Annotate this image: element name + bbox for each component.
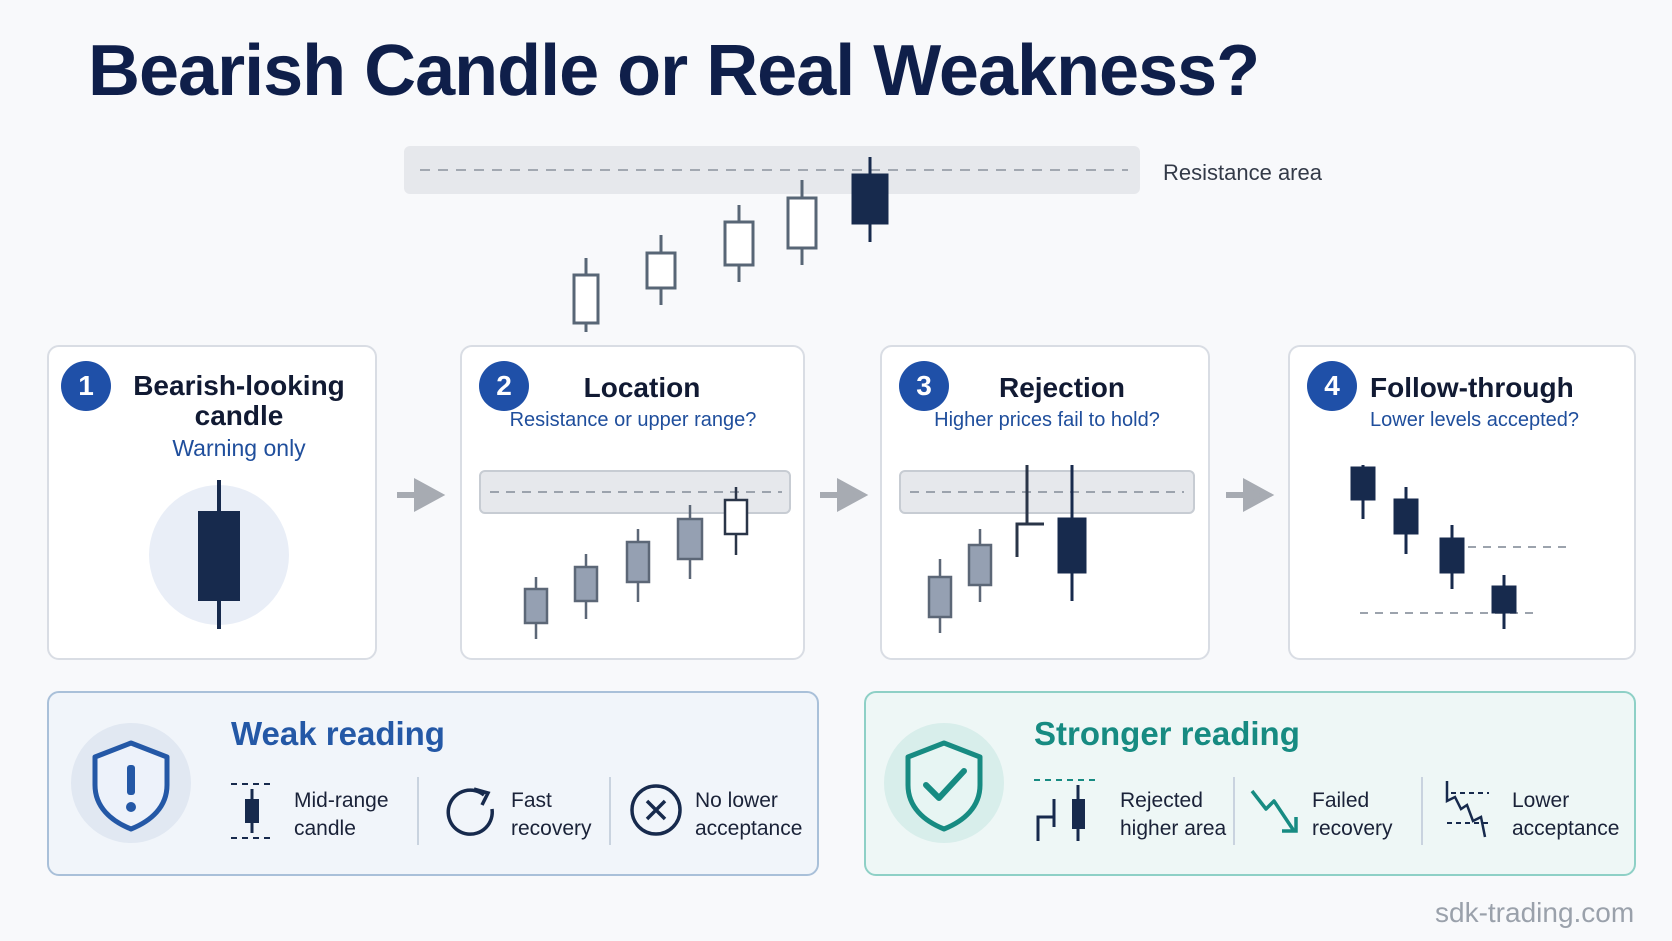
hero-bull-candle-4 [786,180,818,265]
step-3-chart [899,465,1195,633]
weak-reading-title: Weak reading [231,715,445,752]
stronger-reading-panel: Stronger reading Rejected higher area Fa… [864,691,1636,876]
step-4-candle-3 [1439,525,1465,589]
step-3-rejection-wick [1015,465,1044,557]
divider [1233,777,1235,845]
step-title-3: Rejection [998,372,1126,403]
arrow-right-icon [820,477,869,513]
step-badge-2: 2 [479,361,529,411]
page-title: Bearish Candle or Real Weakness? [88,31,1260,111]
step-badge-1: 1 [61,361,111,411]
step-2-candle-1 [523,577,549,639]
refresh-icon [446,787,494,836]
strong-item-2-text: Failed recovery [1312,789,1393,840]
divider [609,777,611,845]
resistance-band [404,146,1140,194]
step-title-1: Bearish-looking candle [133,370,345,431]
step-2-chart [479,470,791,639]
step-1-candle-illustration [149,480,289,629]
resistance-area-label: Resistance area [1163,160,1322,185]
hero-bear-candle [851,157,889,242]
step-3-bear-candle [1057,465,1087,601]
hero-bull-candle-2 [645,235,677,305]
step-title-4: Follow-through [1370,372,1574,403]
step-2-candle-2 [573,554,599,619]
strong-item-3-text: Lower acceptance [1512,789,1620,840]
step-2-candle-5 [723,487,749,555]
step-badge-4: 4 [1307,361,1357,411]
step-card-2: 2 Location Resistance or upper range? [460,345,805,660]
step-card-3: 3 Rejection Higher prices fail to hold? [880,345,1210,660]
hero-bull-candle-3 [723,205,755,282]
hero-bull-candle-1 [572,258,600,332]
step-4-candle-1 [1350,465,1376,519]
warning-shield-icon [71,723,191,843]
step-title-2: Location [583,372,701,403]
rejected-candles-icon [1034,779,1096,841]
step-card-1: 1 Bearish-looking candle Warning only [47,345,377,660]
weak-item-2-text: Fast recovery [511,789,592,840]
step-4-candle-4 [1491,575,1517,629]
stronger-reading-title: Stronger reading [1034,715,1300,752]
step-2-candle-3 [625,529,651,602]
weak-item-1-text: Mid-range candle [294,789,389,840]
mid-range-candle-icon [231,783,273,839]
step-4-chart [1350,465,1568,629]
step-2-candle-4 [676,505,704,579]
big-bear-candle-body [198,511,240,601]
falling-arrow-icon [1250,789,1298,833]
divider [1421,777,1423,845]
step-3-candle-2 [967,529,993,602]
arrow-right-icon [397,477,446,513]
step-subtitle-3: Higher prices fail to hold? [934,409,1160,431]
divider [417,777,419,845]
weak-item-3-text: No lower acceptance [695,789,803,840]
x-circle-icon [630,784,682,836]
strong-item-1-text: Rejected higher area [1120,789,1227,840]
lower-acceptance-icon [1445,781,1489,838]
check-shield-icon [884,723,1004,843]
step-4-candle-2 [1393,487,1419,554]
arrow-right-icon [1226,477,1275,513]
step-subtitle-4: Lower levels accepted? [1370,409,1580,431]
step-subtitle-1: Warning only [172,435,306,461]
step-subtitle-2: Resistance or upper range? [509,409,757,431]
step-card-4: 4 Follow-through Lower levels accepted? [1288,345,1636,660]
weak-reading-panel: Weak reading Mid-range candle Fast recov… [47,691,819,876]
step-3-candle-1 [927,559,953,633]
footer-watermark: sdk-trading.com [1435,897,1635,928]
step-badge-3: 3 [899,361,949,411]
